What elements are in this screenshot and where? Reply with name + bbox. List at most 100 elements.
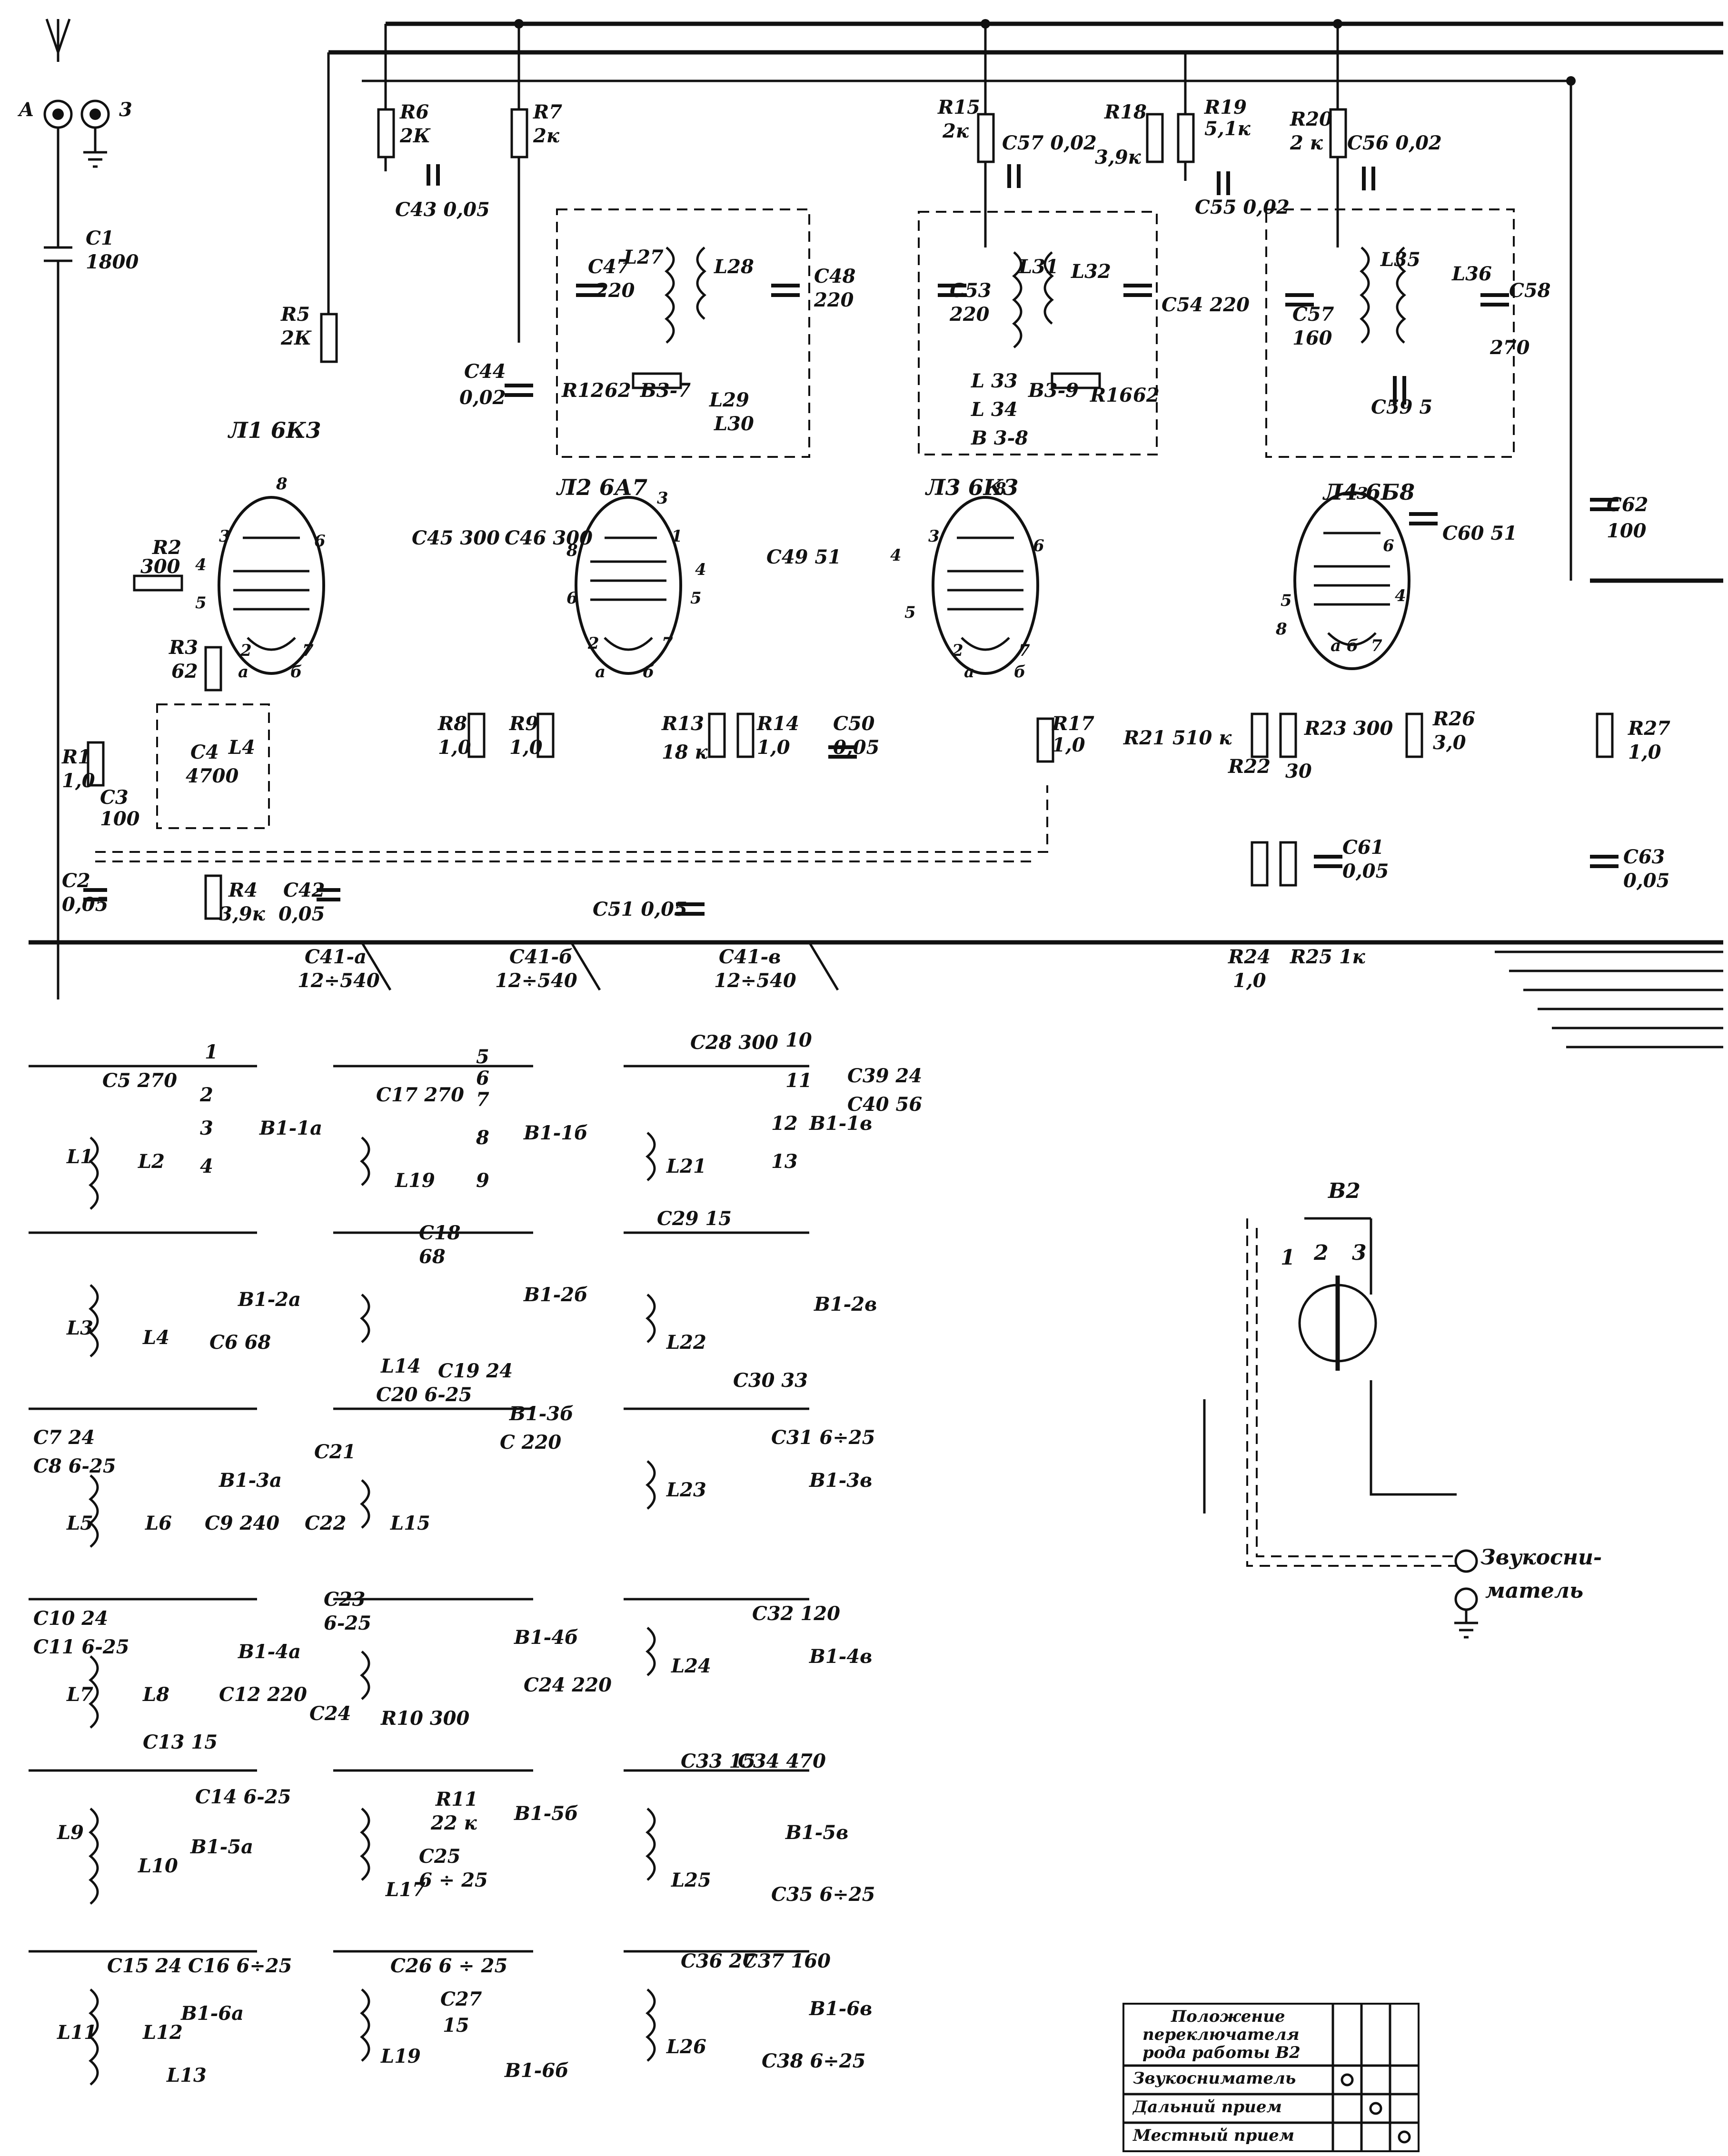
band_switch-b1-4v-label: B1-4в bbox=[809, 1645, 873, 1668]
components-r3v-label: 62 bbox=[171, 660, 198, 682]
selector-pickup-2-label: матель bbox=[1485, 1579, 1584, 1603]
components-r1-label: R1 bbox=[62, 746, 91, 768]
tubes-t2-label: Л2 6А7 bbox=[557, 475, 648, 500]
pins-p1-7-label: 7 bbox=[302, 641, 314, 660]
components-r18v-label: 3,9к bbox=[1095, 146, 1141, 168]
if-can-2 bbox=[918, 211, 1158, 455]
band_switch-b1-4b-label: B1-4б bbox=[514, 1626, 578, 1649]
components-c43-label: C43 0,05 bbox=[395, 198, 490, 221]
band_switch-b1-1a-label: B1-1a bbox=[259, 1117, 322, 1139]
components-c41av-label: 12÷540 bbox=[298, 969, 380, 992]
pins-p3-a-label: а bbox=[964, 663, 975, 682]
band_switch-c17-label: C17 270 bbox=[376, 1084, 464, 1106]
components-c48v-label: 220 bbox=[814, 289, 854, 311]
components-c53-label: C53 bbox=[950, 279, 992, 302]
pins-p1-8-label: 8 bbox=[276, 475, 288, 494]
components-c42-label: C42 bbox=[283, 879, 325, 901]
components-r8v-label: 1,0 bbox=[438, 736, 471, 759]
components-c59-label: C59 5 bbox=[1371, 396, 1433, 418]
selector-b2 bbox=[1203, 1217, 1478, 1639]
pins-p4-3-label: 3 bbox=[1357, 484, 1368, 503]
band_switch-c36-label: C36 27 bbox=[681, 1950, 756, 1972]
band_switch-c10-label: C10 24 bbox=[33, 1607, 109, 1630]
band_switch-c5-label: C5 270 bbox=[102, 1069, 178, 1092]
band_switch-c32-label: C32 120 bbox=[752, 1602, 840, 1625]
band_switch-c26-label: C26 6 ÷ 25 bbox=[390, 1955, 508, 1977]
pins-p4-ab-label: а б bbox=[1331, 636, 1359, 655]
band_switch-c8-label: C8 6-25 bbox=[33, 1455, 116, 1477]
components-c57v-label: 160 bbox=[1292, 327, 1332, 349]
band_switch-b1-3v-label: B1-3в bbox=[809, 1469, 873, 1492]
band_switch-r11v-label: 22 к bbox=[431, 1812, 477, 1834]
band_switch-c18-label: C18 bbox=[419, 1222, 461, 1244]
band_switch-b1-1v-label: B1-1в bbox=[809, 1112, 873, 1135]
inputs-in-a-label: A bbox=[19, 99, 34, 121]
components-r15-label: R15 bbox=[938, 96, 980, 119]
components-c61v-label: 0,05 bbox=[1342, 860, 1389, 882]
components-r2-label: R2 bbox=[152, 536, 182, 559]
components-c57-label: C57 bbox=[1292, 303, 1334, 326]
band_switch-l6-label: L6 bbox=[145, 1512, 172, 1534]
components-r22-label: R22 bbox=[1228, 755, 1271, 778]
pins-p1-2-label: 2 bbox=[240, 641, 252, 660]
components-l34-label: L 34 bbox=[971, 398, 1018, 421]
components-c41b-label: C41-б bbox=[509, 946, 573, 968]
components-l31-label: L31 bbox=[1019, 256, 1059, 278]
components-r9-label: R9 bbox=[509, 712, 539, 735]
band_switch-c22-label: C22 bbox=[305, 1512, 347, 1534]
components-r14-label: R14 bbox=[757, 712, 799, 735]
components-r13v-label: 18 к bbox=[662, 741, 708, 763]
band_switch-s1-label: 1 bbox=[205, 1041, 218, 1063]
band_switch-l3-label: L3 bbox=[67, 1317, 93, 1339]
tube-l3 bbox=[932, 496, 1039, 675]
pins-p2-6-label: 6 bbox=[566, 589, 578, 608]
components-c63v-label: 0,05 bbox=[1623, 870, 1670, 892]
pins-p1-4-label: 4 bbox=[195, 555, 207, 574]
components-c55-label: C55 0,02 bbox=[1195, 196, 1290, 218]
mode-table-header-line: рода работы B2 bbox=[1142, 2043, 1301, 2062]
band_switch-c23-label: C23 bbox=[324, 1588, 366, 1611]
antenna-section bbox=[43, 19, 110, 999]
components-c3-label: C3 bbox=[100, 786, 129, 809]
band_switch-b1-1b-label: B1-1б bbox=[524, 1122, 588, 1144]
components-r25-label: R25 1к bbox=[1290, 946, 1365, 968]
components-c3v-label: 100 bbox=[100, 808, 140, 830]
pins-p3-4-label: 4 bbox=[890, 546, 902, 565]
band_switch-c15-label: C15 24 bbox=[107, 1955, 182, 1977]
band_switch-b1-6a-label: B1-6a bbox=[181, 2002, 244, 2025]
pins-p1-5-label: 5 bbox=[195, 593, 207, 613]
components-c63-label: C63 bbox=[1623, 846, 1665, 868]
components-r15v-label: 2к bbox=[943, 120, 969, 142]
components-r18-label: R18 bbox=[1104, 101, 1147, 123]
pins-p4-7-label: 7 bbox=[1371, 636, 1382, 655]
components-l4-label: L4 bbox=[228, 736, 255, 759]
pins-p2-4-label: 4 bbox=[695, 560, 706, 579]
mode-table bbox=[1122, 2003, 1420, 2152]
tube-l4 bbox=[1293, 491, 1410, 670]
components-c45-label: C45 300 bbox=[412, 527, 500, 549]
bias-network bbox=[83, 498, 1619, 991]
if-can-3 bbox=[1265, 208, 1515, 458]
band_switch-l19-label: L19 bbox=[395, 1169, 435, 1192]
components-c50-label: C50 bbox=[833, 712, 875, 735]
components-c4-label: C4 bbox=[190, 741, 219, 763]
pins-p3-2-label: 2 bbox=[952, 641, 963, 660]
components-c2-label: C2 bbox=[62, 870, 90, 892]
components-r27v-label: 1,0 bbox=[1628, 741, 1661, 763]
pins-p2-3-label: 3 bbox=[657, 489, 668, 508]
band_switch-s4-label: 4 bbox=[200, 1155, 213, 1177]
band_switch-c30-label: C30 33 bbox=[733, 1369, 808, 1392]
components-r13-label: R13 bbox=[662, 712, 704, 735]
components-r19-label: R19 bbox=[1204, 96, 1247, 119]
mode-table-row-label: Звукосниматель bbox=[1133, 2069, 1296, 2088]
components-r23-label: R23 300 bbox=[1304, 717, 1393, 740]
components-c49-label: C49 51 bbox=[766, 546, 842, 568]
pins-p2-7-label: 7 bbox=[662, 634, 673, 653]
components-r7v-label: 2к bbox=[533, 125, 559, 147]
components-c47v-label: 220 bbox=[595, 279, 635, 302]
components-c48-label: C48 bbox=[814, 265, 856, 287]
band_switch-b1-6v-label: B1-6в bbox=[809, 1998, 873, 2020]
components-r12v-label: 62 bbox=[605, 379, 631, 402]
band_switch-l13-label: L13 bbox=[167, 2064, 207, 2087]
components-l33-label: L 33 bbox=[971, 370, 1018, 392]
